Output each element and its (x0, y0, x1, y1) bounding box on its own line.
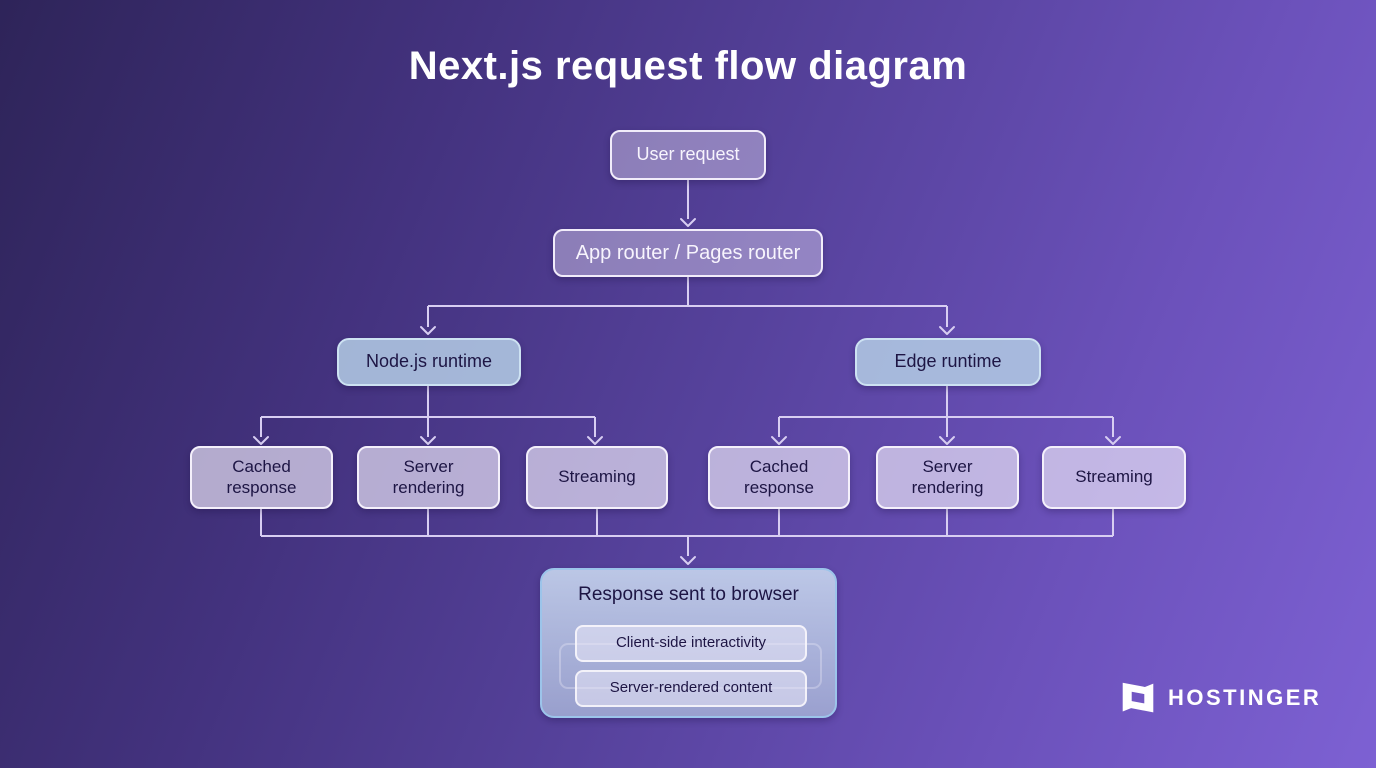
node-edge-cached-response: Cached response (708, 446, 850, 509)
node-nodejs-streaming: Streaming (526, 446, 668, 509)
node-nodejs-runtime: Node.js runtime (337, 338, 521, 386)
node-edge-server-rendering: Server rendering (876, 446, 1019, 509)
response-title: Response sent to browser (578, 584, 799, 605)
node-server-rendered-content: Server-rendered content (575, 670, 807, 707)
node-router: App router / Pages router (553, 229, 823, 277)
page-title: Next.js request flow diagram (408, 44, 968, 88)
node-nodejs-cached-response: Cached response (190, 446, 333, 509)
hostinger-wordmark: HOSTINGER (1168, 685, 1322, 710)
node-edge-runtime: Edge runtime (855, 338, 1041, 386)
node-nodejs-server-rendering: Server rendering (357, 446, 500, 509)
node-user-request: User request (610, 130, 766, 180)
node-response-container: Response sent to browser Client-side int… (540, 568, 837, 718)
hostinger-logo: HOSTINGER (1120, 676, 1321, 720)
hostinger-h-icon (1122, 682, 1154, 713)
node-client-side-interactivity: Client-side interactivity (575, 625, 807, 662)
node-edge-streaming: Streaming (1042, 446, 1186, 509)
